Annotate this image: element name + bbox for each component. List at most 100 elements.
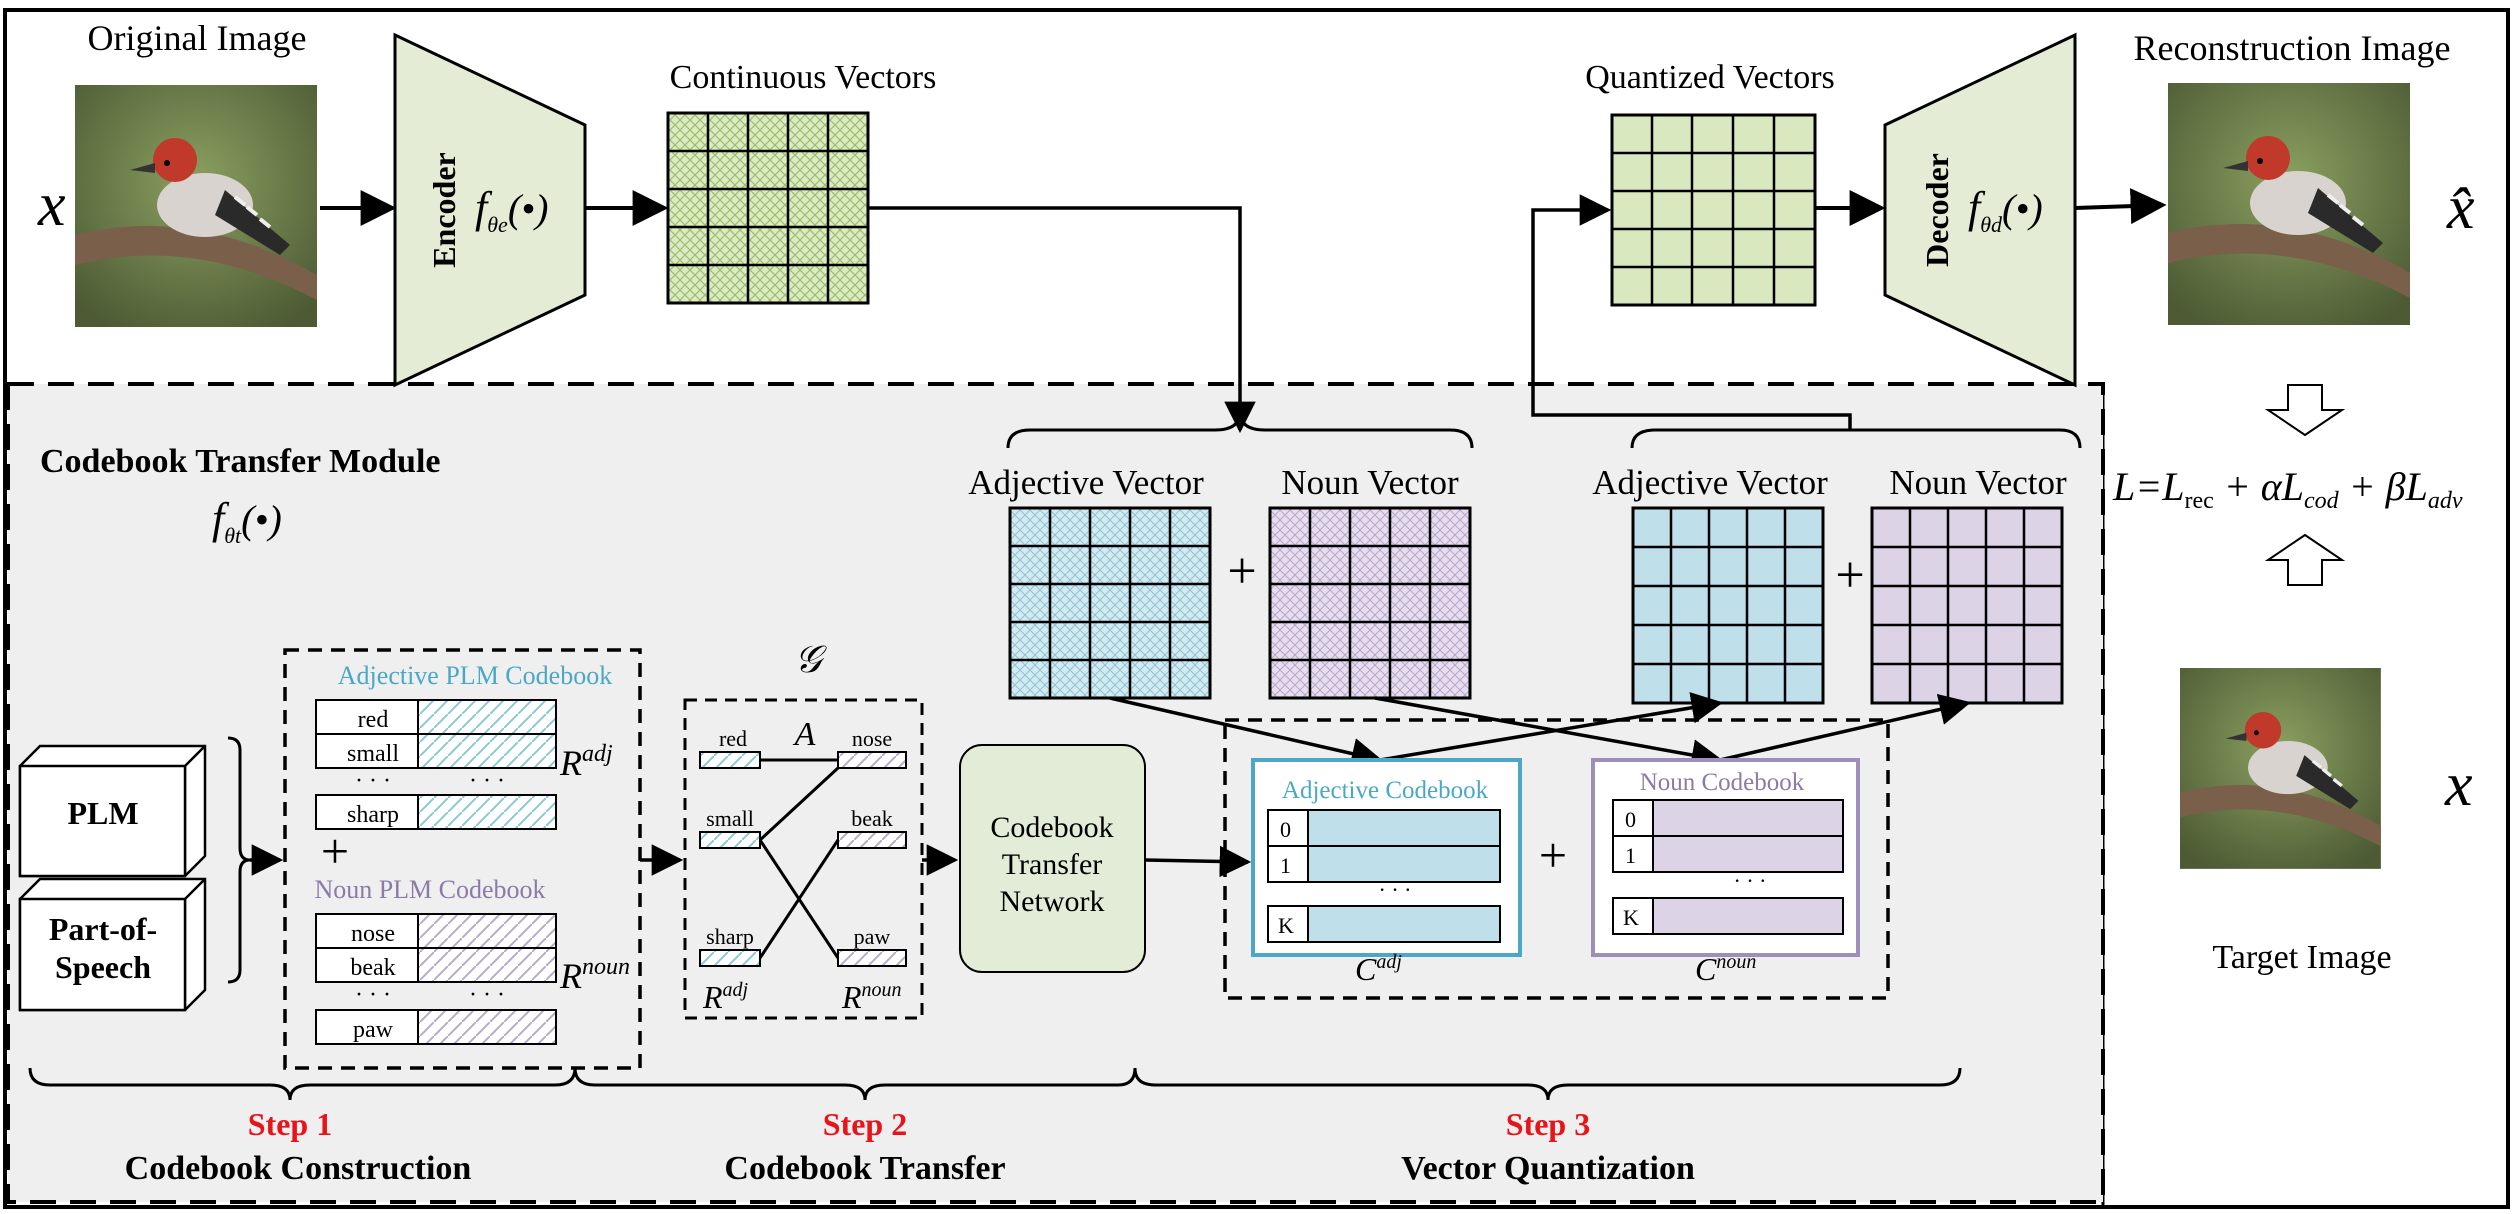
- input-symbol: x: [37, 171, 66, 239]
- step3-name: Vector Quantization: [1401, 1150, 1695, 1187]
- bracket-quantized-split: [1630, 428, 2082, 449]
- step1-brace: [28, 1067, 577, 1101]
- arrow-decoder-to-output: [2074, 188, 2167, 225]
- adj-embed-dots: · · ·: [469, 768, 505, 794]
- arrow-adj-vector-to-codebook: [1109, 696, 1384, 770]
- adjective-vector-label-1: Adjective Vector: [968, 463, 1204, 502]
- adjacency-label: A: [793, 716, 816, 753]
- hollow-arrow-down: [2264, 384, 2346, 437]
- step1-label: Step 1: [248, 1106, 332, 1142]
- plm-codebook-plus: +: [321, 823, 349, 879]
- codebook-group-box: [1223, 718, 1890, 1000]
- plm-block: [18, 744, 207, 878]
- adj-word-0: red: [358, 707, 389, 733]
- adjective-vector-label-2: Adjective Vector: [1592, 463, 1828, 502]
- c-adj-label: Cadj: [1355, 951, 1402, 987]
- adjective-codebook-title: Adjective Codebook: [1282, 777, 1489, 804]
- step3-brace: [1133, 1067, 1962, 1101]
- pos-label-line1: Part-of-: [49, 911, 157, 947]
- graph-right-word-0: nose: [852, 726, 892, 751]
- adj-word-2: · · ·: [355, 768, 391, 794]
- continuous-vectors-grid: [666, 111, 870, 305]
- arrow-quantized-feedback: [1531, 194, 1612, 390]
- plm-label: PLM: [67, 795, 138, 831]
- outer-frame: [3, 8, 2510, 1209]
- pos-block: [18, 877, 207, 1012]
- adj-codebook-index-1: 1: [1280, 853, 1291, 878]
- bracket-continuous-split: [1006, 411, 1474, 449]
- graph-left-word-1: small: [706, 806, 754, 831]
- encoder-label: Encoder: [426, 152, 462, 268]
- arrow-codebook-to-noun-quantized: [1719, 694, 1972, 762]
- quantized-bracket-link: [1531, 390, 1852, 430]
- arrow-noun-vector-to-codebook: [1374, 696, 1724, 771]
- network-line2: Transfer: [1002, 848, 1103, 881]
- step2-brace: [573, 1067, 1137, 1101]
- adjective-plm-rows: [315, 699, 557, 830]
- noun-word-2: · · ·: [355, 982, 391, 1008]
- decoder-label: Decoder: [1919, 153, 1955, 267]
- noun-codebook-rows: [1612, 799, 1844, 935]
- original-image-label: Original Image: [88, 18, 307, 58]
- decoder-block: [1883, 32, 2077, 388]
- noun-vector-label-2: Noun Vector: [1889, 463, 2067, 502]
- network-line1: Codebook: [990, 811, 1113, 844]
- plus-vectors-1: +: [1227, 543, 1256, 600]
- graph-left-word-2: sharp: [706, 924, 754, 949]
- graph-box: [683, 698, 924, 1020]
- adj-codebook-dots: · · ·: [1379, 877, 1412, 902]
- plus-vectors-2: +: [1835, 547, 1864, 604]
- target-image-label: Target Image: [2212, 939, 2391, 976]
- adjective-plm-codebook-title: Adjective PLM Codebook: [338, 661, 612, 690]
- arrow-continuous-to-split: [868, 206, 1256, 434]
- module-title: Codebook Transfer Module: [40, 443, 440, 480]
- adjective-codebook-rows: [1267, 809, 1501, 943]
- noun-codebook-index-k: K: [1623, 905, 1639, 930]
- target-symbol: x: [2444, 751, 2473, 819]
- decoder-fn: fθd(•): [1968, 183, 2043, 237]
- noun-word-0: nose: [351, 921, 395, 947]
- network-line3: Network: [1000, 885, 1105, 918]
- original-image: [73, 83, 319, 329]
- graph-right-word-1: beak: [851, 806, 893, 831]
- adj-codebook-index-0: 0: [1280, 817, 1291, 842]
- step3-label: Step 3: [1506, 1106, 1590, 1142]
- adjective-vector-grid-2: [1631, 506, 1825, 705]
- step2-label: Step 2: [823, 1106, 907, 1142]
- graph-edges: [758, 758, 840, 959]
- output-symbol: x̂: [2446, 174, 2475, 242]
- graph-right-word-2: paw: [854, 924, 891, 949]
- codebook-transfer-network: [959, 744, 1146, 973]
- noun-embed-dots: · · ·: [469, 982, 505, 1008]
- r-adj-label: Radj: [559, 741, 613, 783]
- graph-r-adj: Radj: [702, 979, 749, 1015]
- continuous-vectors-label: Continuous Vectors: [670, 59, 937, 96]
- noun-codebook-index-0: 0: [1625, 807, 1636, 832]
- c-noun-label: Cnoun: [1695, 951, 1756, 987]
- encoder-fn: fθe(•): [475, 183, 548, 237]
- reconstruction-image: [2166, 81, 2412, 327]
- arrow-network-to-codebooks: [1144, 845, 1252, 878]
- graph-r-noun: Rnoun: [841, 979, 902, 1015]
- noun-vector-grid-1: [1268, 506, 1472, 700]
- loss-equation: L=Lrec + αLcod + βLadv: [2112, 464, 2463, 514]
- hollow-arrow-up: [2264, 533, 2346, 586]
- target-image: [2178, 666, 2383, 871]
- arrow-codebook-to-adj-quantized: [1379, 692, 1724, 762]
- module-fn: fθt(•): [212, 494, 282, 548]
- quantized-vectors-grid: [1610, 113, 1817, 307]
- noun-codebook-index-1: 1: [1625, 843, 1636, 868]
- noun-codebook-title: Noun Codebook: [1640, 769, 1805, 796]
- noun-vector-grid-2: [1870, 506, 2064, 705]
- r-noun-label: Rnoun: [559, 954, 630, 996]
- noun-vector-label-1: Noun Vector: [1281, 463, 1459, 502]
- adjective-vector-grid-1: [1008, 506, 1212, 700]
- encoder-block: [393, 32, 587, 388]
- noun-word-1: beak: [350, 955, 395, 981]
- step2-name: Codebook Transfer: [724, 1150, 1005, 1187]
- noun-word-3: paw: [353, 1017, 394, 1043]
- step1-name: Codebook Construction: [125, 1150, 472, 1187]
- codebook-plus: +: [1539, 827, 1567, 883]
- adj-codebook-index-k: K: [1278, 913, 1294, 938]
